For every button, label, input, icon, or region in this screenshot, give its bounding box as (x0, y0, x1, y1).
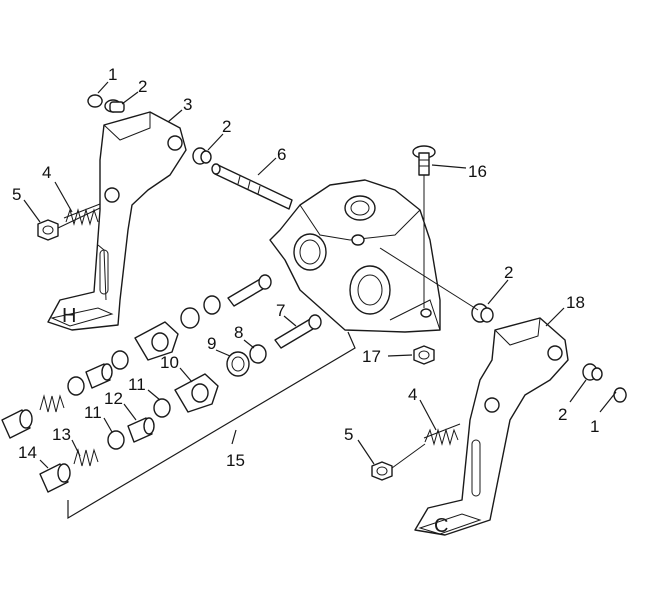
mounting-bolt (412, 145, 436, 308)
left-return-spring (63, 203, 101, 226)
callout-2: 2 (138, 77, 147, 96)
right-body-washer (471, 303, 494, 323)
group-bracket-15 (67, 331, 356, 520)
callout-8: 8 (234, 323, 243, 342)
body-axis (379, 247, 479, 311)
washer-11b (153, 398, 171, 418)
sleeve-upper (85, 363, 113, 389)
washer-upper-2 (67, 376, 85, 396)
callout-4b: 4 (408, 385, 417, 404)
pedal-mark-left: H (62, 305, 76, 327)
seal-9 (226, 351, 250, 377)
left-nut (37, 219, 59, 241)
callout-7: 7 (276, 301, 285, 320)
callout-2d: 2 (558, 405, 567, 424)
callout-4: 4 (42, 163, 51, 182)
washer-8 (249, 344, 267, 364)
shaft-washer (192, 147, 212, 165)
valve-piston-7 (274, 314, 322, 349)
callout-18: 18 (566, 293, 585, 312)
right-clip-ring (613, 387, 627, 403)
callout-9: 9 (207, 334, 216, 353)
callout-5b: 5 (344, 425, 353, 444)
right-top-washer (582, 363, 603, 381)
left-top-washer (104, 99, 125, 113)
callout-3: 3 (183, 95, 192, 114)
callout-1: 1 (108, 65, 117, 84)
spring-upper (39, 394, 65, 413)
valve-seat-10 (174, 373, 219, 413)
valve-body (269, 179, 441, 333)
callout-6: 6 (277, 145, 286, 164)
seal-a (203, 295, 221, 315)
right-return-spring (423, 423, 461, 446)
callout-10: 10 (160, 353, 179, 372)
callout-11a: 11 (84, 403, 102, 422)
callout-5: 5 (12, 185, 21, 204)
pedal-mark-right: C (434, 515, 448, 537)
callout-17: 17 (362, 347, 381, 366)
callout-15: 15 (226, 451, 245, 470)
callout-1b: 1 (590, 417, 599, 436)
sleeve-12 (127, 417, 155, 443)
right-pedal-lever: C (414, 317, 569, 537)
washer-upper-1 (111, 350, 129, 370)
callout-2b: 2 (222, 117, 231, 136)
callout-2c: 2 (504, 263, 513, 282)
callout-13: 13 (52, 425, 71, 444)
callout-14: 14 (18, 443, 37, 462)
right-nut (371, 461, 393, 481)
center-nut (413, 345, 435, 365)
callout-labels: 1 2 3 2 6 4 5 16 2 18 17 7 8 9 10 11 12 (12, 65, 617, 470)
right-assembly-axis (391, 443, 426, 469)
callout-16: 16 (468, 162, 487, 181)
valve-piston-upper (227, 274, 272, 307)
valve-seat-upper (134, 321, 179, 361)
callout-12: 12 (104, 389, 123, 408)
spring-13 (73, 448, 99, 467)
washer-11a (107, 430, 125, 450)
pivot-shaft (211, 163, 293, 210)
callout-11b: 11 (128, 375, 146, 394)
left-pedal-lever: H (47, 111, 187, 331)
seal-b (180, 307, 200, 329)
cap-14 (39, 463, 71, 493)
left-clip-ring (87, 94, 103, 108)
cap-upper (1, 409, 33, 439)
left-assembly-axis (57, 207, 101, 229)
